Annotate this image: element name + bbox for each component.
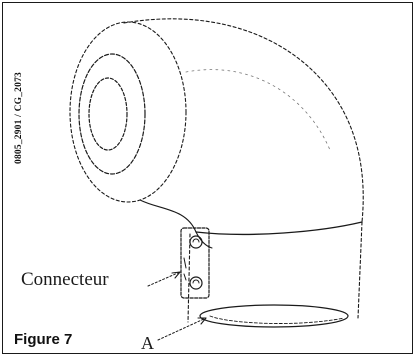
elbow-inner-bore [88,77,128,151]
figure-caption: Figure 7 [14,331,73,348]
connector-bracket [180,227,210,299]
document-code: 0805_2901 / CG_2073 [14,72,24,164]
bottom-opening [199,304,349,328]
collar-band-top [195,221,363,236]
figure-frame [2,2,413,354]
elbow-inner-contour [185,69,331,151]
elbow-right-side [357,221,363,319]
connector-screw-bottom [189,276,203,290]
elbow-underside [139,199,197,233]
elbow-outer-bend [123,18,364,223]
part-a-leader-line [157,317,207,341]
connector-label: Connecteur [21,269,109,290]
elbow-flange-ring [78,53,146,175]
elbow-left-leg [187,233,191,323]
part-a-label: A [141,333,154,353]
elbow-outer-end [69,21,187,203]
connector-screw-top [189,235,203,249]
collar-band-bottom [195,231,213,249]
connector-leader-line [147,271,181,287]
